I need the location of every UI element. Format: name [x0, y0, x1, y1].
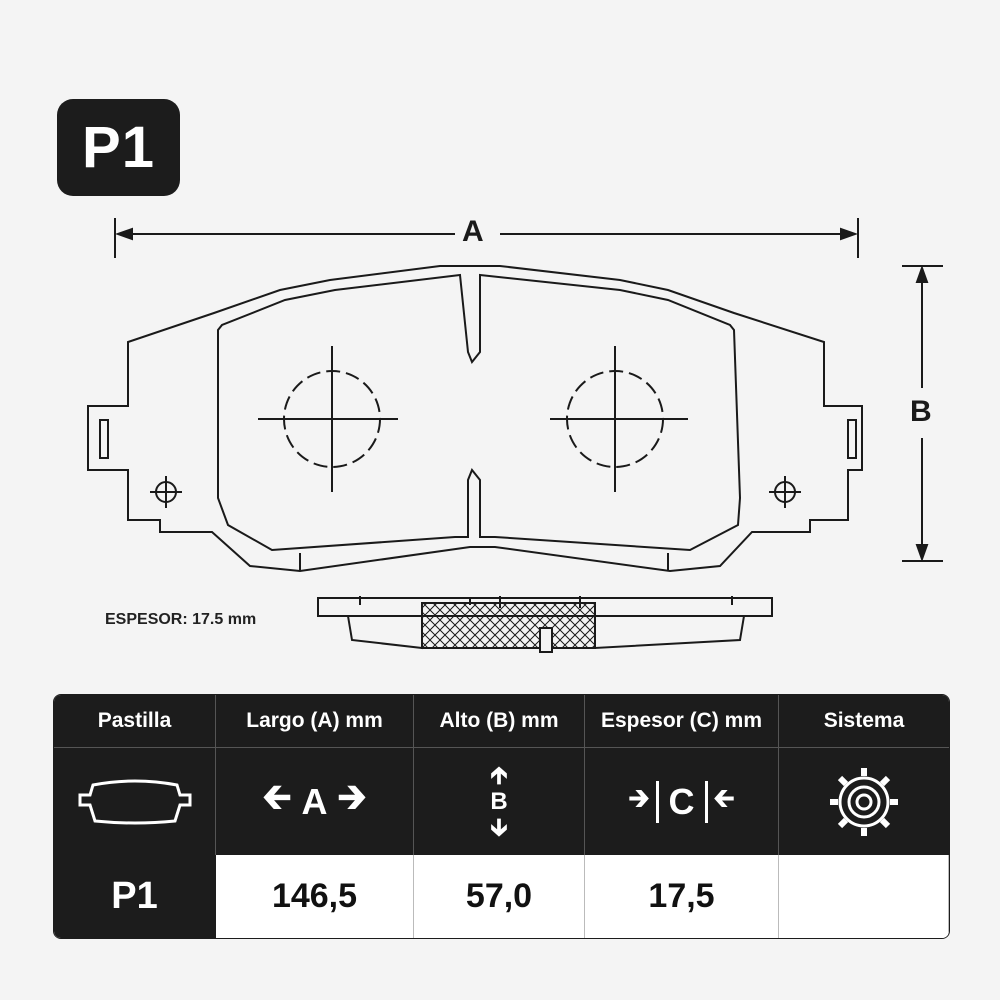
- thickness-note: ESPESOR: 17.5 mm: [105, 611, 257, 628]
- header-espesor: Espesor (C) mm: [585, 695, 779, 747]
- pad-code-badge: P1: [57, 99, 180, 196]
- table-header-row: Pastilla Largo (A) mm Alto (B) mm Espeso…: [54, 695, 949, 747]
- right-piston-circle: [550, 346, 688, 492]
- header-sistema: Sistema: [823, 709, 905, 732]
- row-pad-name: P1: [54, 855, 216, 938]
- dimension-a-label: A: [462, 215, 484, 248]
- thickness-arrows-icon: 🡲 C 🡰: [628, 780, 735, 823]
- row-sistema-value: [779, 855, 949, 938]
- row-alto-value: 57,0: [414, 855, 585, 938]
- specs-table: Pastilla Largo (A) mm Alto (B) mm Espeso…: [53, 694, 950, 939]
- friction-material-outline: [217, 273, 742, 552]
- side-holes: [150, 476, 801, 508]
- vertical-arrows-icon: 🡱B🡳: [490, 761, 508, 841]
- header-alto: Alto (B) mm: [414, 695, 585, 747]
- gear-icon: [830, 767, 898, 836]
- left-piston-circle: [258, 346, 398, 492]
- table-icon-row: 🡰A🡲 🡱B🡳 🡲 C 🡰: [54, 747, 949, 855]
- row-largo-value: 146,5: [216, 855, 414, 938]
- pad-side-view: [317, 596, 773, 653]
- dimension-a-line: [114, 218, 859, 258]
- dimension-b-label: B: [910, 395, 932, 428]
- backing-plate-outline: [87, 265, 863, 573]
- dimension-b-line: [902, 265, 943, 562]
- header-largo: Largo (A) mm: [216, 695, 414, 747]
- mounting-tabs: [99, 419, 857, 459]
- brake-pad-technical-drawing: [87, 218, 943, 653]
- header-pastilla: Pastilla: [54, 695, 216, 747]
- horizontal-arrows-icon: 🡰A🡲: [262, 776, 367, 822]
- table-row: P1 146,5 57,0 17,5: [54, 855, 949, 938]
- brake-pad-icon: [78, 779, 191, 824]
- row-espesor-value: 17,5: [585, 855, 779, 938]
